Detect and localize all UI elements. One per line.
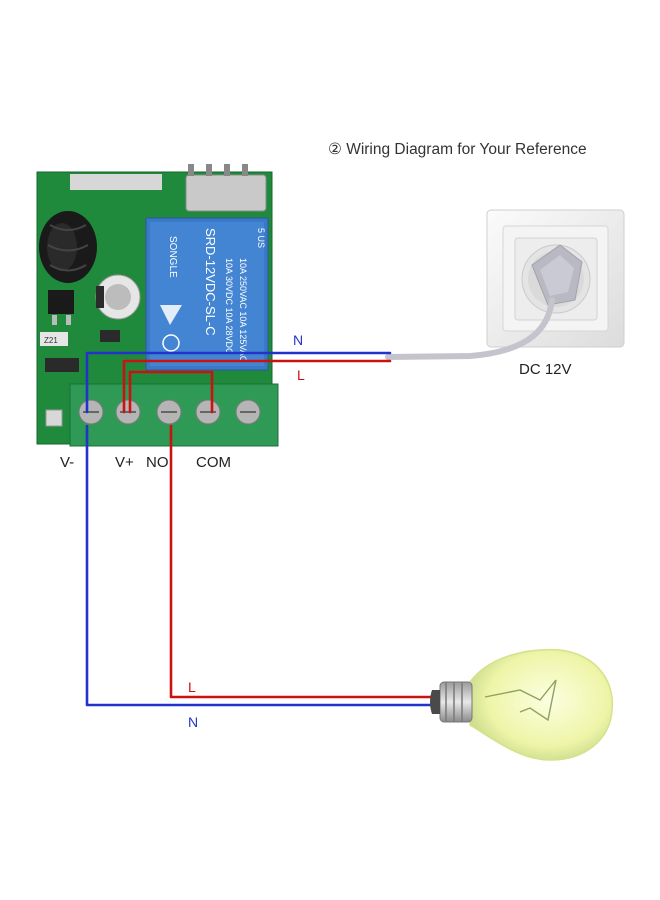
relay-module: Z21 5 US 10A 250VAC 10A 125VAC 10A 30VDC… (36, 164, 279, 447)
power-source-label: DC 12V (519, 361, 572, 378)
diagram-title: ② Wiring Diagram for Your Reference (328, 141, 587, 158)
terminal-no (156, 399, 182, 425)
light-bulb (430, 648, 614, 761)
terminal-v-plus-label: V+ (115, 454, 134, 471)
terminal-nc (235, 399, 261, 425)
terminal-com (195, 399, 221, 425)
part-label-z21: Z21 (44, 336, 58, 345)
terminal-v-plus (115, 399, 141, 425)
terminal-no-label: NO (146, 454, 169, 471)
power-plug (531, 244, 583, 306)
wire-n-top-label: N (293, 332, 304, 348)
header-strip (70, 174, 162, 190)
power-cable (385, 297, 555, 360)
wire-l-top-label: L (297, 367, 305, 383)
wire-live-jumper (128, 370, 214, 414)
relay-marks: 5 US (256, 228, 266, 248)
terminal-com-label: COM (196, 454, 231, 471)
terminal-block (69, 383, 279, 447)
wire-l-bottom-label: L (188, 679, 196, 695)
oscillator-component (185, 174, 267, 212)
relay-model: SRD-12VDC-SL-C (203, 228, 218, 336)
wire-live-bottom (169, 424, 440, 699)
relay-logo-icon (160, 305, 182, 325)
bulb-filament (484, 679, 557, 722)
wire-n-bottom-label: N (188, 714, 199, 730)
terminal-v-minus-label: V- (60, 454, 75, 471)
capacitor (95, 274, 141, 320)
regulator-chip (48, 290, 74, 314)
relay-brand: SONGLE (167, 236, 178, 278)
wall-socket (486, 209, 625, 348)
terminal-v-minus (78, 399, 104, 425)
wire-live-top (122, 359, 392, 414)
bulb-base (430, 681, 473, 723)
relay-rating-1: 10A 250VAC 10A 125VAC (238, 258, 248, 363)
relay: 5 US 10A 250VAC 10A 125VAC 10A 30VDC 10A… (145, 217, 269, 371)
wire-neutral-bottom (85, 424, 440, 707)
wire-neutral-top (85, 351, 392, 414)
relay-rating-2: 10A 30VDC 10A 28VDC (224, 258, 234, 355)
antenna-coil (39, 211, 97, 283)
